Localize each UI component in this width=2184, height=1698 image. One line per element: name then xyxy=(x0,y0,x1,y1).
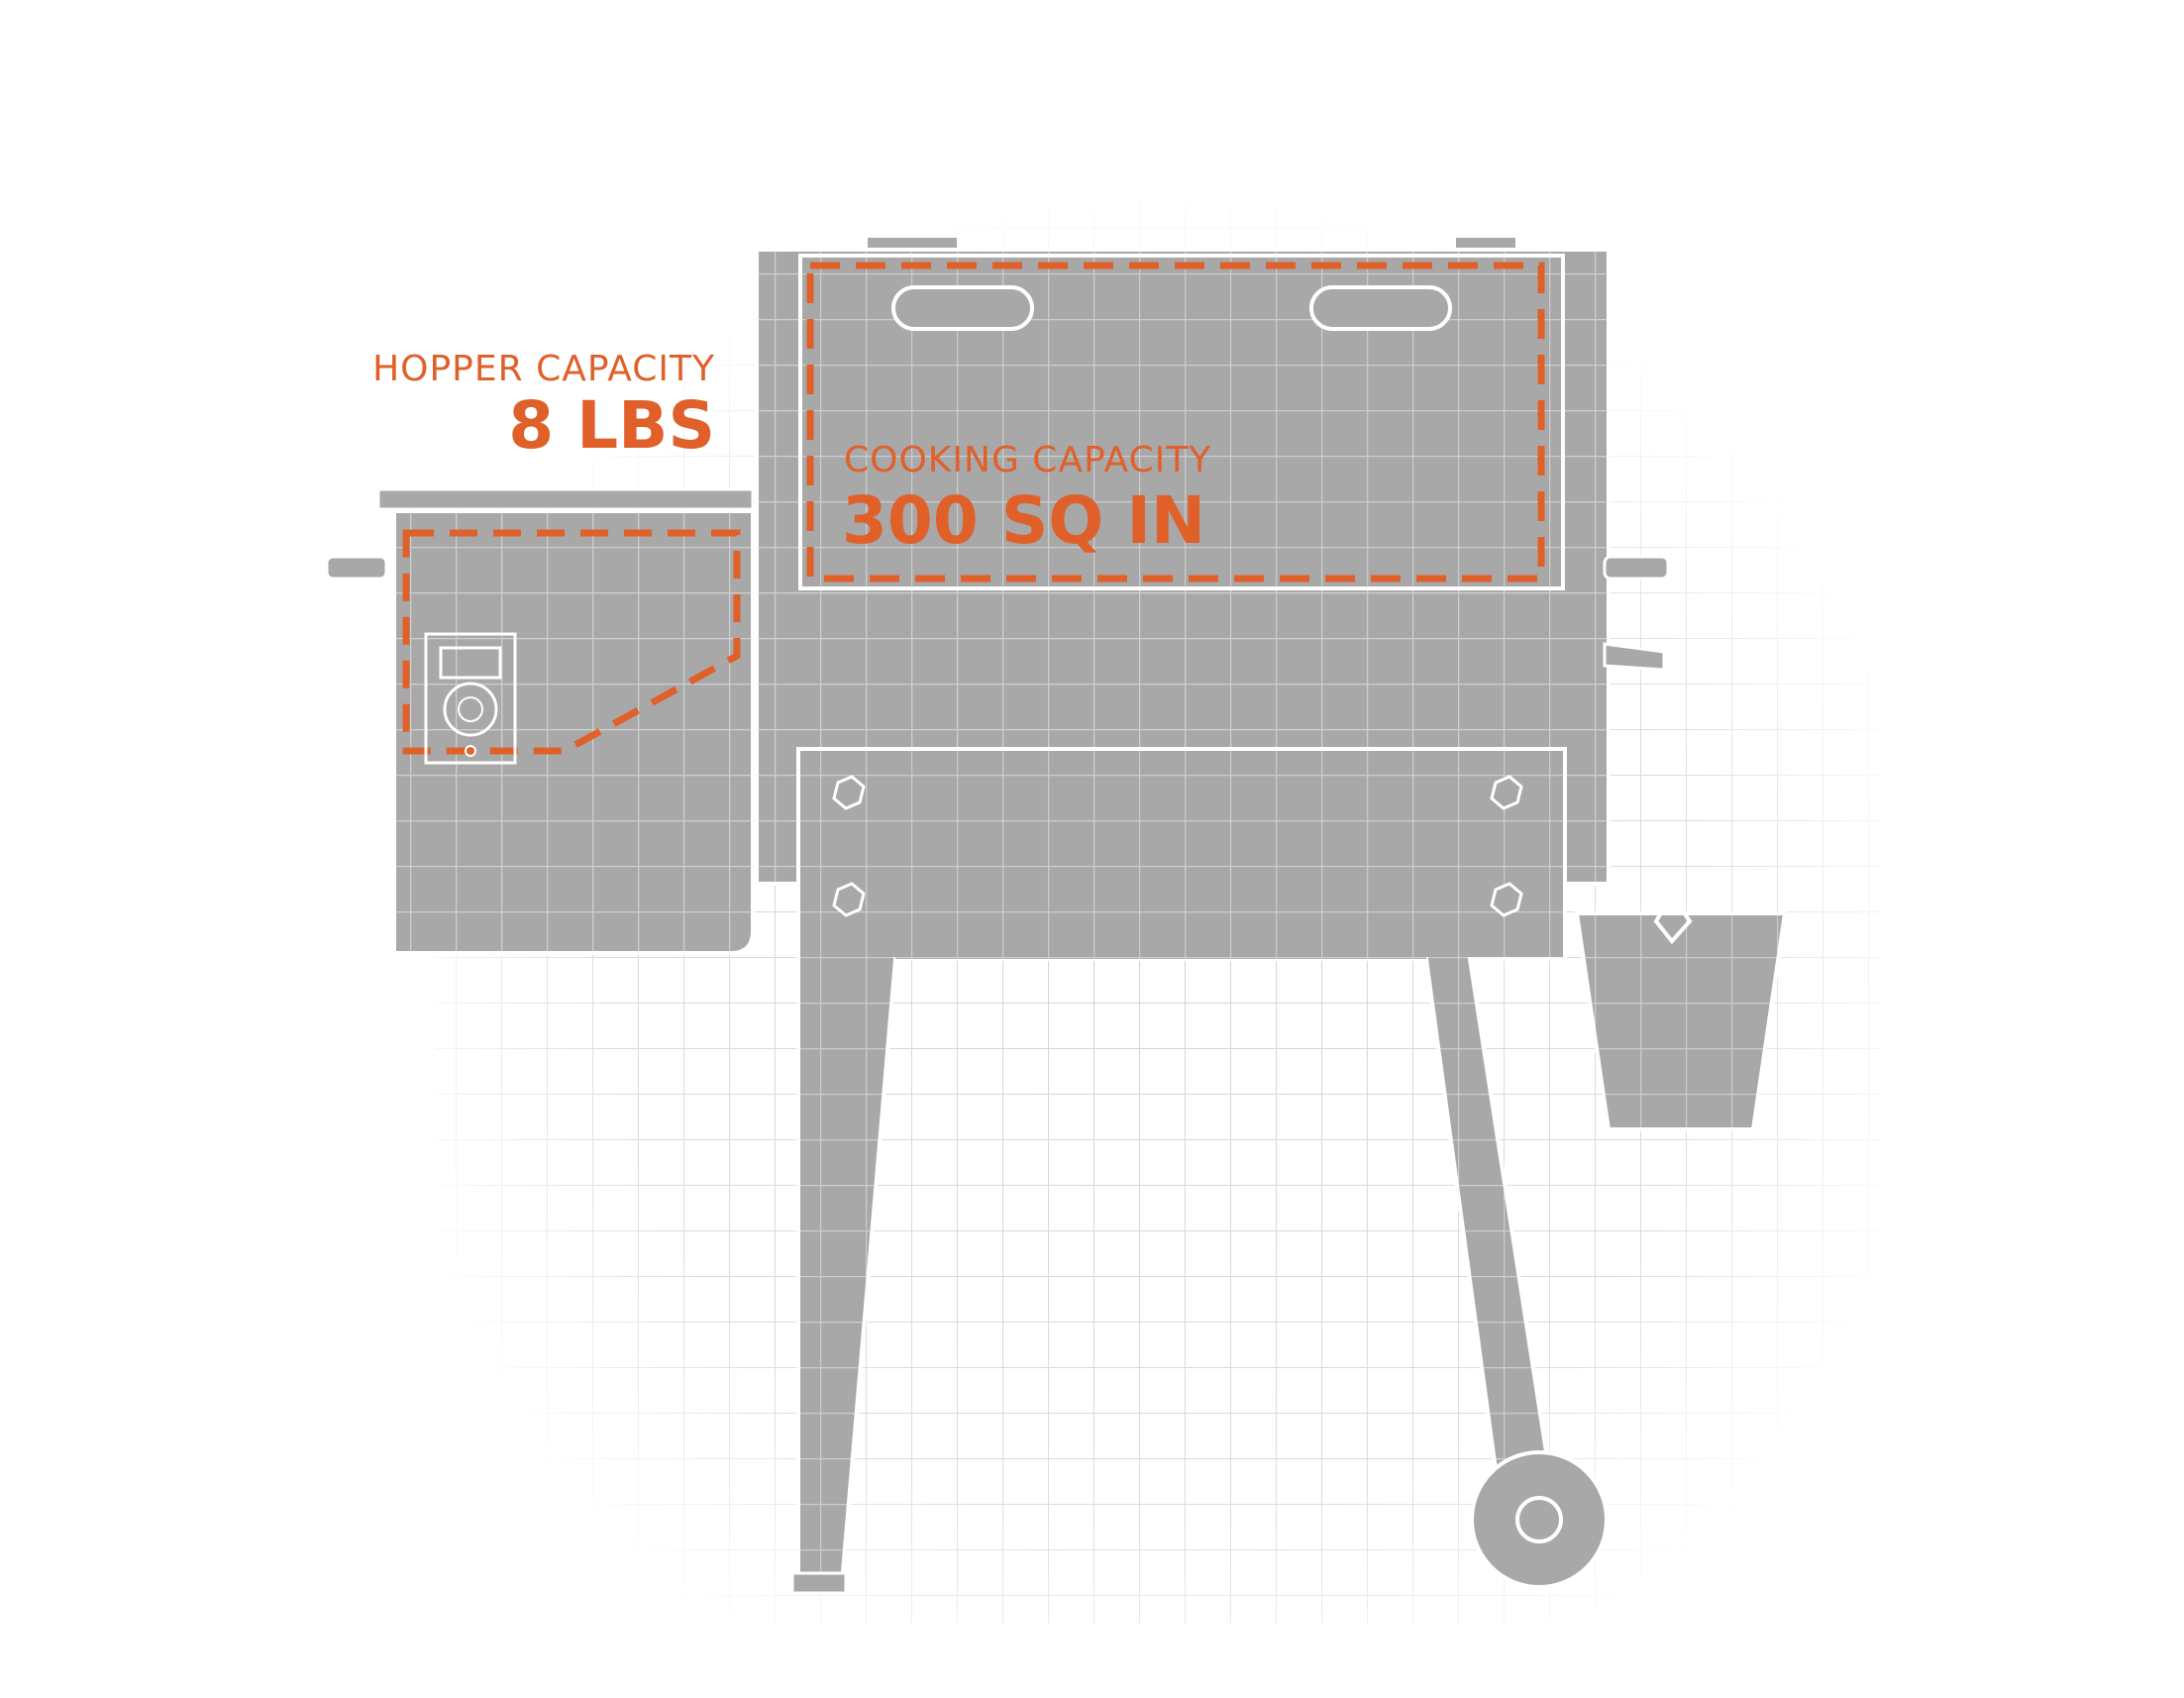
cooking-capacity-callout: COOKING CAPACITY 300 SQ IN xyxy=(842,440,1211,559)
grease-bucket xyxy=(1574,875,1788,1131)
right-side-peg xyxy=(1603,555,1670,672)
controller-panel xyxy=(424,632,517,765)
hopper-side-peg xyxy=(325,555,388,581)
hopper-capacity-callout: HOPPER CAPACITY 8 LBS xyxy=(372,349,715,464)
foot xyxy=(790,1571,848,1595)
cooking-capacity-value: 300 SQ IN xyxy=(842,482,1205,559)
hopper xyxy=(376,487,755,955)
hopper-capacity-value: 8 LBS xyxy=(508,387,715,464)
bucket-hook-icon xyxy=(1653,875,1693,945)
cooking-capacity-outline xyxy=(806,262,1545,583)
lid-handle-right xyxy=(1309,285,1452,331)
wheel xyxy=(1470,1450,1609,1589)
controller-dial-icon xyxy=(443,682,498,737)
grill-legs xyxy=(790,747,1567,1595)
hopper-capacity-label: HOPPER CAPACITY xyxy=(372,349,715,389)
hopper-capacity-outline xyxy=(402,529,741,755)
lid-handle-left xyxy=(891,285,1034,331)
bolt-icon xyxy=(832,775,1523,917)
cooking-capacity-label: COOKING CAPACITY xyxy=(844,440,1211,480)
